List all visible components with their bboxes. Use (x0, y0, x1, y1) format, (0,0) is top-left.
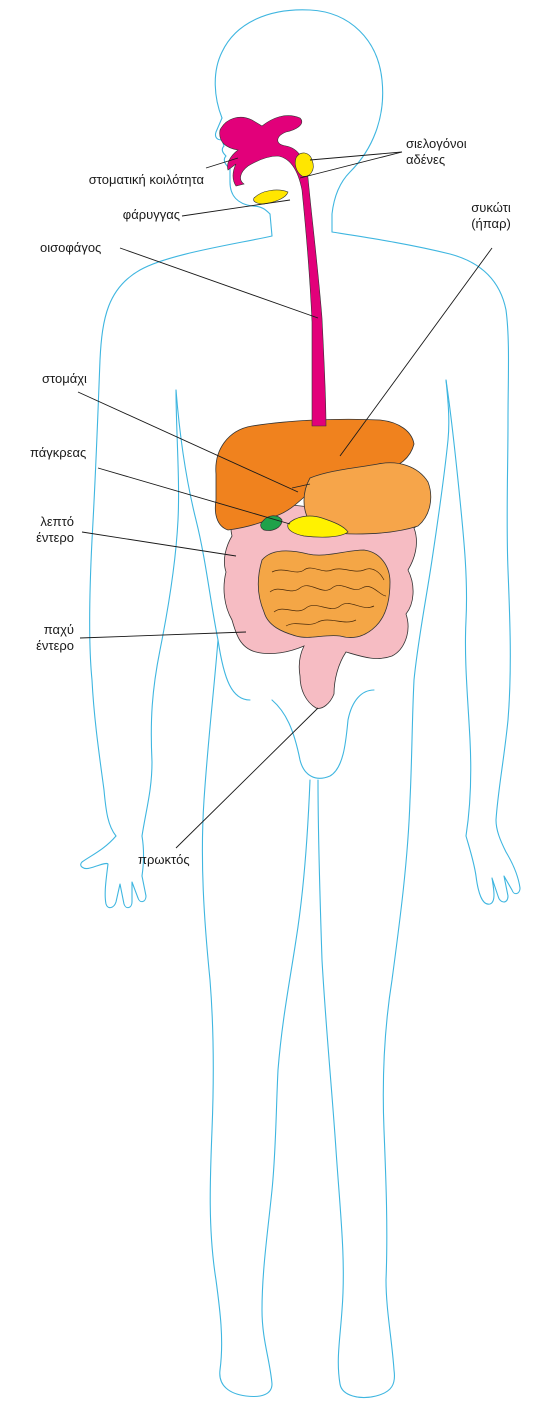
label-liver-line2: (ήπαρ) (456, 216, 526, 232)
label-stomach: στομάχι (42, 371, 87, 387)
label-liver: συκώτι (ήπαρ) (456, 200, 526, 232)
label-esophagus: οισοφάγος (40, 240, 101, 256)
label-oral-cavity: στοματική κοιλότητα (50, 172, 204, 188)
label-small-intestine-line2: έντερο (20, 530, 74, 546)
label-pharynx: φάρυγγας (80, 207, 180, 223)
label-pancreas: πάγκρεας (30, 445, 86, 461)
salivary-gland-lower (254, 190, 288, 204)
label-large-intestine: παχύ έντερο (20, 622, 74, 654)
label-large-intestine-line2: έντερο (20, 638, 74, 654)
label-small-intestine-line1: λεπτό (20, 514, 74, 530)
label-salivary-glands: σιελογόνοι αδένες (406, 136, 467, 168)
label-small-intestine: λεπτό έντερο (20, 514, 74, 546)
label-anus: πρωκτός (138, 852, 190, 868)
small-intestine-shape (258, 550, 390, 638)
label-salivary-glands-line2: αδένες (406, 152, 467, 168)
label-liver-line1: συκώτι (456, 200, 526, 216)
label-salivary-glands-line1: σιελογόνοι (406, 136, 467, 152)
label-large-intestine-line1: παχύ (20, 622, 74, 638)
